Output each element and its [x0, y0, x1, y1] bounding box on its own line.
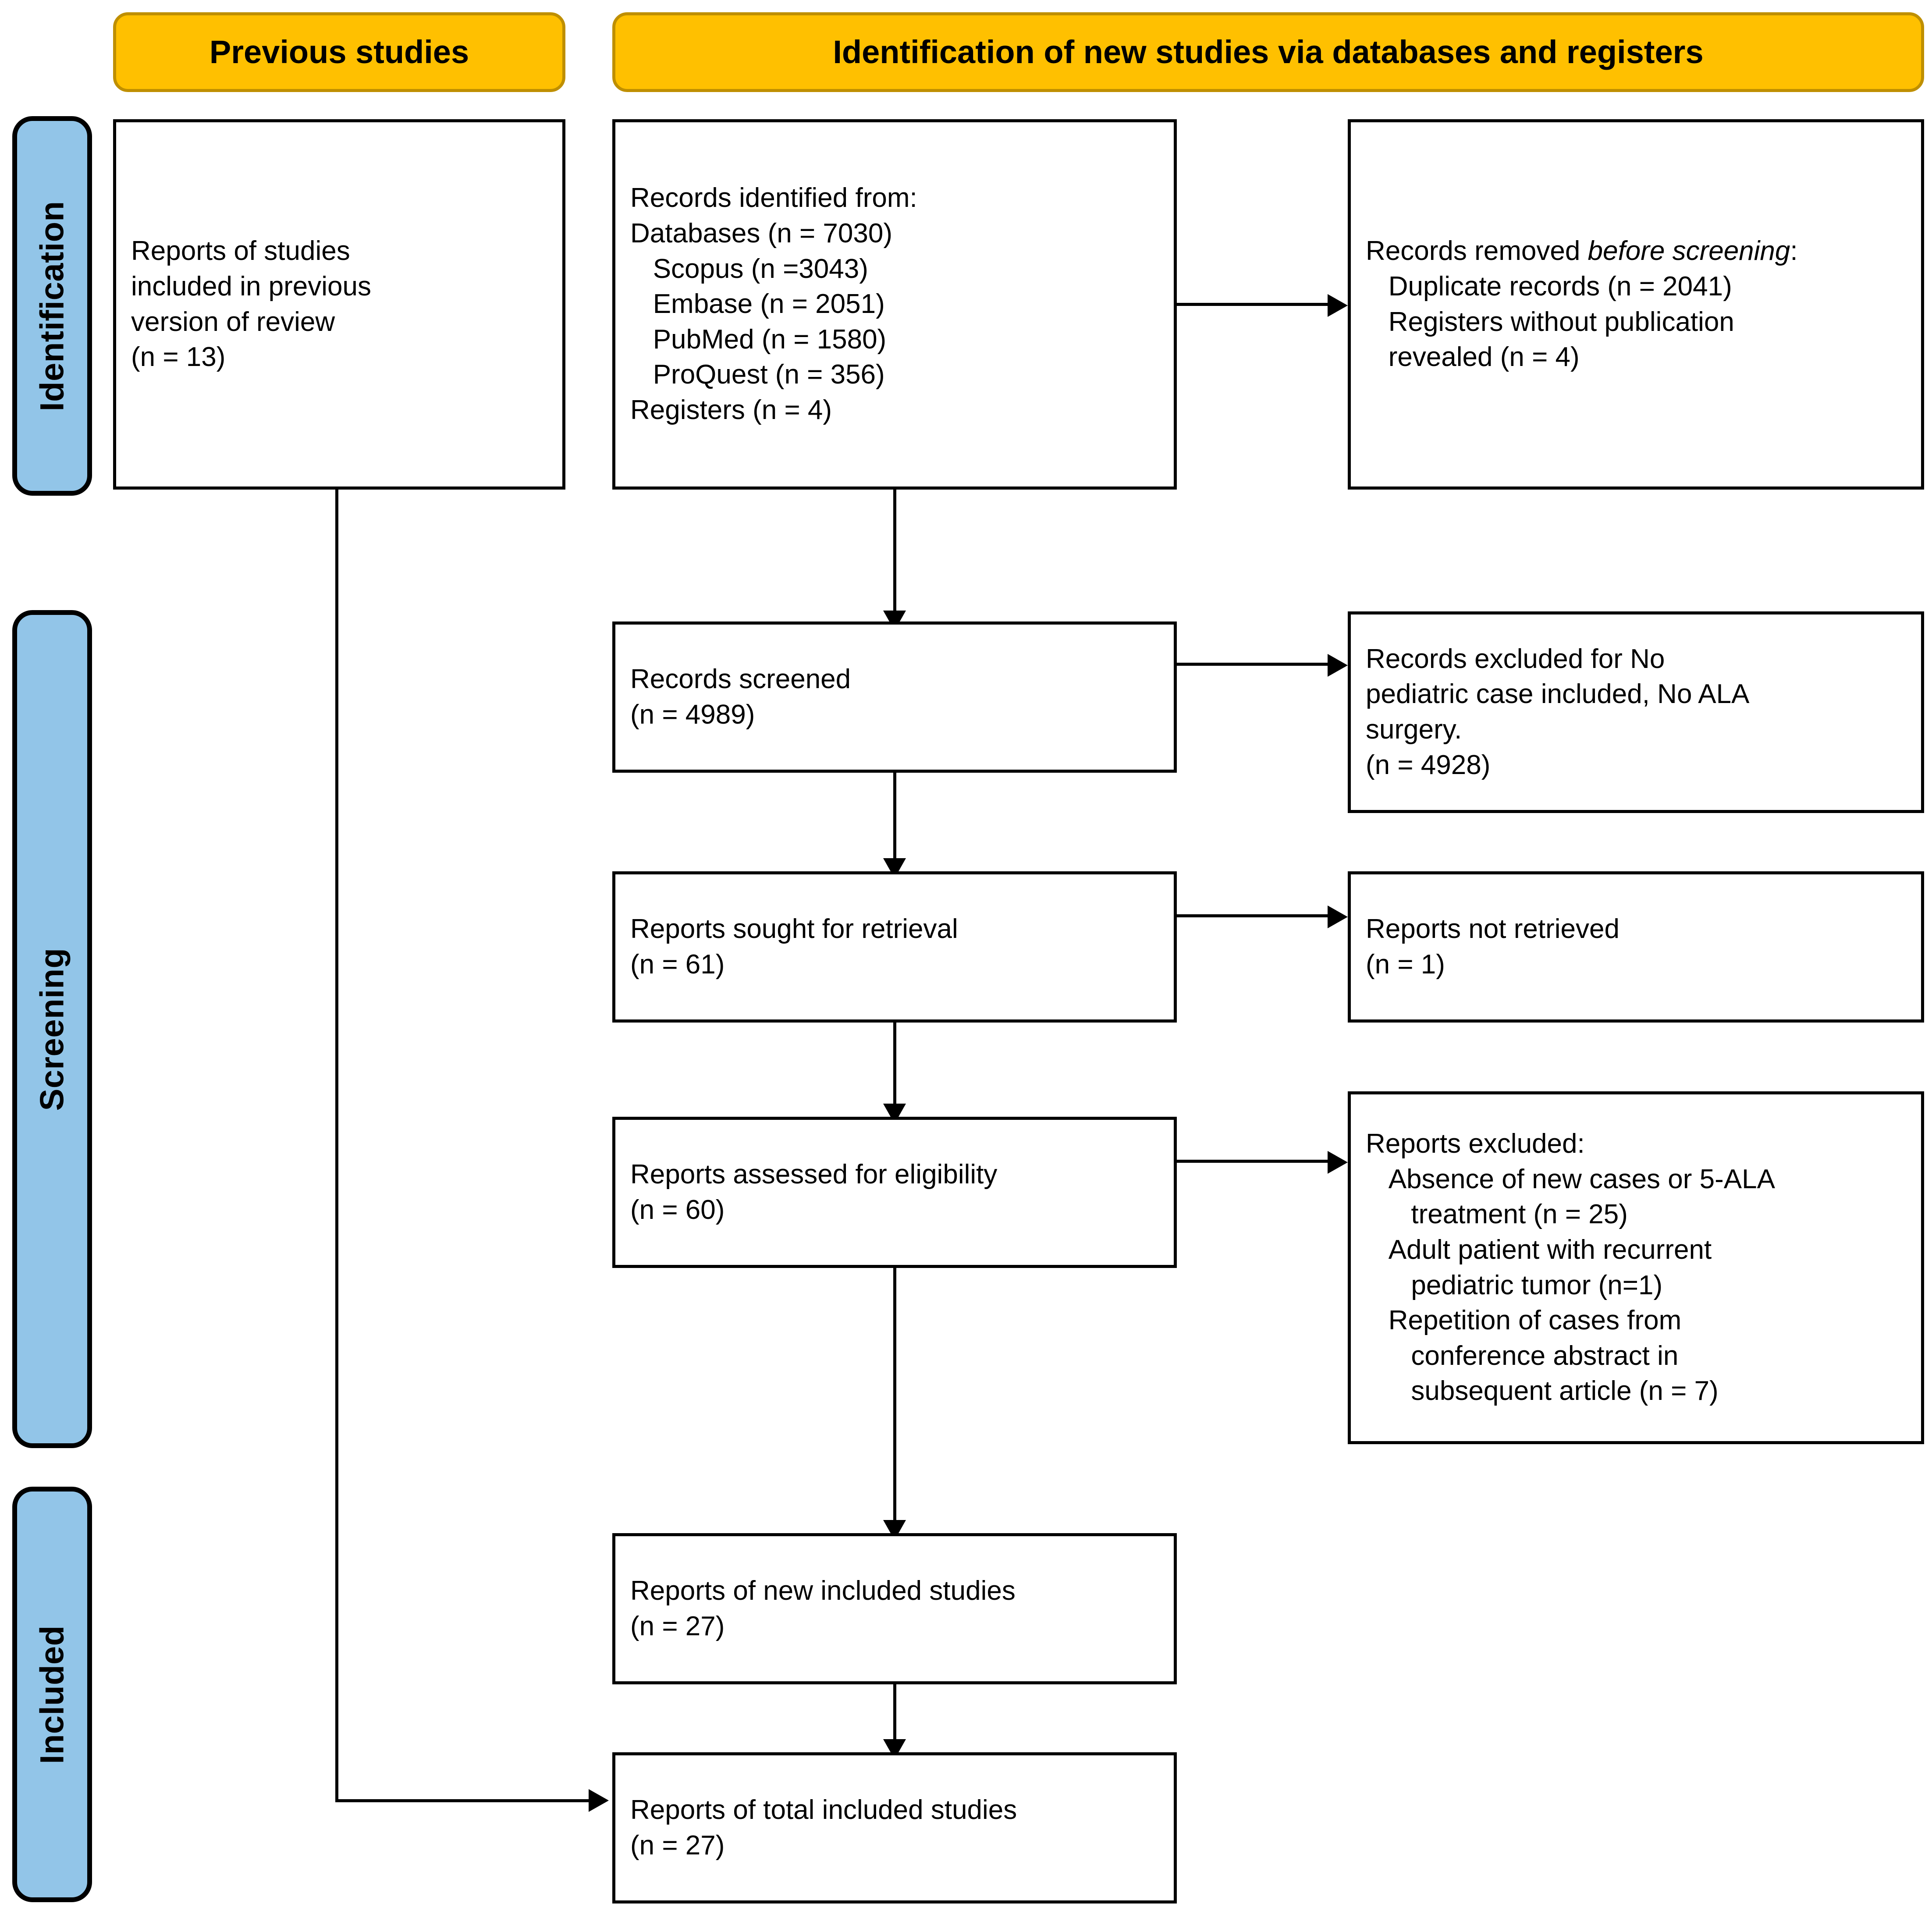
connector-sought-to-assessed-line	[893, 1023, 896, 1104]
connector-assessed-to-newincluded-line	[893, 1268, 896, 1520]
connector-identified-to-removed-arrowhead	[1328, 294, 1348, 317]
header-new-studies-label: Identification of new studies via databa…	[833, 34, 1704, 71]
box-reports-total-included: Reports of total included studies (n = 2…	[612, 1752, 1177, 1903]
box-reports-sought-text: Reports sought for retrieval (n = 61)	[630, 913, 958, 980]
box-reports-assessed-text: Reports assessed for eligibility (n = 60…	[630, 1159, 998, 1225]
connector-newincluded-to-total-line	[893, 1684, 896, 1739]
connector-screened-to-excluded-arrowhead	[1328, 654, 1348, 677]
stage-rail-screening-label: Screening	[33, 948, 71, 1111]
header-previous-studies-label: Previous studies	[209, 34, 469, 71]
stage-rail-identification: Identification	[12, 116, 92, 496]
stage-rail-included-label: Included	[33, 1625, 71, 1764]
box-records-excluded-text: Records excluded for No pediatric case i…	[1366, 643, 1750, 780]
box-reports-new-included: Reports of new included studies (n = 27)	[612, 1533, 1177, 1684]
connector-screened-to-sought-line	[893, 773, 896, 858]
connector-previous-to-total-arrowhead	[589, 1789, 609, 1812]
connector-previous-to-total-vertical	[335, 490, 338, 1802]
box-reports-total-included-text: Reports of total included studies (n = 2…	[630, 1794, 1017, 1861]
box-previous-reports: Reports of studies included in previous …	[113, 119, 565, 490]
stage-rail-identification-label: Identification	[33, 201, 71, 411]
box-reports-excluded: Reports excluded: Absence of new cases o…	[1348, 1091, 1924, 1444]
box-records-screened: Records screened (n = 4989)	[612, 621, 1177, 773]
box-reports-not-retrieved: Reports not retrieved (n = 1)	[1348, 871, 1924, 1023]
box-reports-assessed: Reports assessed for eligibility (n = 60…	[612, 1117, 1177, 1268]
records-removed-lead: Records removed	[1366, 236, 1588, 266]
stage-rail-screening: Screening	[12, 610, 92, 1448]
box-records-screened-text: Records screened (n = 4989)	[630, 664, 851, 730]
box-records-identified: Records identified from: Databases (n = …	[612, 119, 1177, 490]
box-records-identified-text: Records identified from: Databases (n = …	[630, 183, 917, 425]
box-records-removed-text: Records removed before screening: Duplic…	[1366, 234, 1906, 375]
box-reports-sought: Reports sought for retrieval (n = 61)	[612, 871, 1177, 1023]
box-records-excluded: Records excluded for No pediatric case i…	[1348, 611, 1924, 813]
connector-previous-to-total-horizontal	[335, 1799, 589, 1802]
stage-rail-included: Included	[12, 1487, 92, 1902]
connector-sought-to-notretrieved-line	[1177, 914, 1328, 917]
records-removed-emphasis: before screening	[1588, 236, 1790, 266]
connector-assessed-to-excluded-arrowhead	[1328, 1151, 1348, 1174]
header-new-studies: Identification of new studies via databa…	[612, 12, 1924, 92]
box-reports-not-retrieved-text: Reports not retrieved (n = 1)	[1366, 913, 1619, 980]
connector-screened-to-excluded-line	[1177, 663, 1328, 666]
box-records-removed: Records removed before screening: Duplic…	[1348, 119, 1924, 490]
box-previous-reports-text: Reports of studies included in previous …	[131, 236, 372, 373]
box-reports-excluded-text: Reports excluded: Absence of new cases o…	[1366, 1129, 1775, 1406]
records-removed-rest: : Duplicate records (n = 2041) Registers…	[1388, 236, 1798, 373]
connector-identified-to-removed-line	[1177, 303, 1328, 306]
connector-assessed-to-excluded-line	[1177, 1160, 1328, 1163]
connector-identified-to-screened-line	[893, 490, 896, 611]
header-previous-studies: Previous studies	[113, 12, 565, 92]
connector-sought-to-notretrieved-arrowhead	[1328, 906, 1348, 928]
box-reports-new-included-text: Reports of new included studies (n = 27)	[630, 1575, 1016, 1641]
